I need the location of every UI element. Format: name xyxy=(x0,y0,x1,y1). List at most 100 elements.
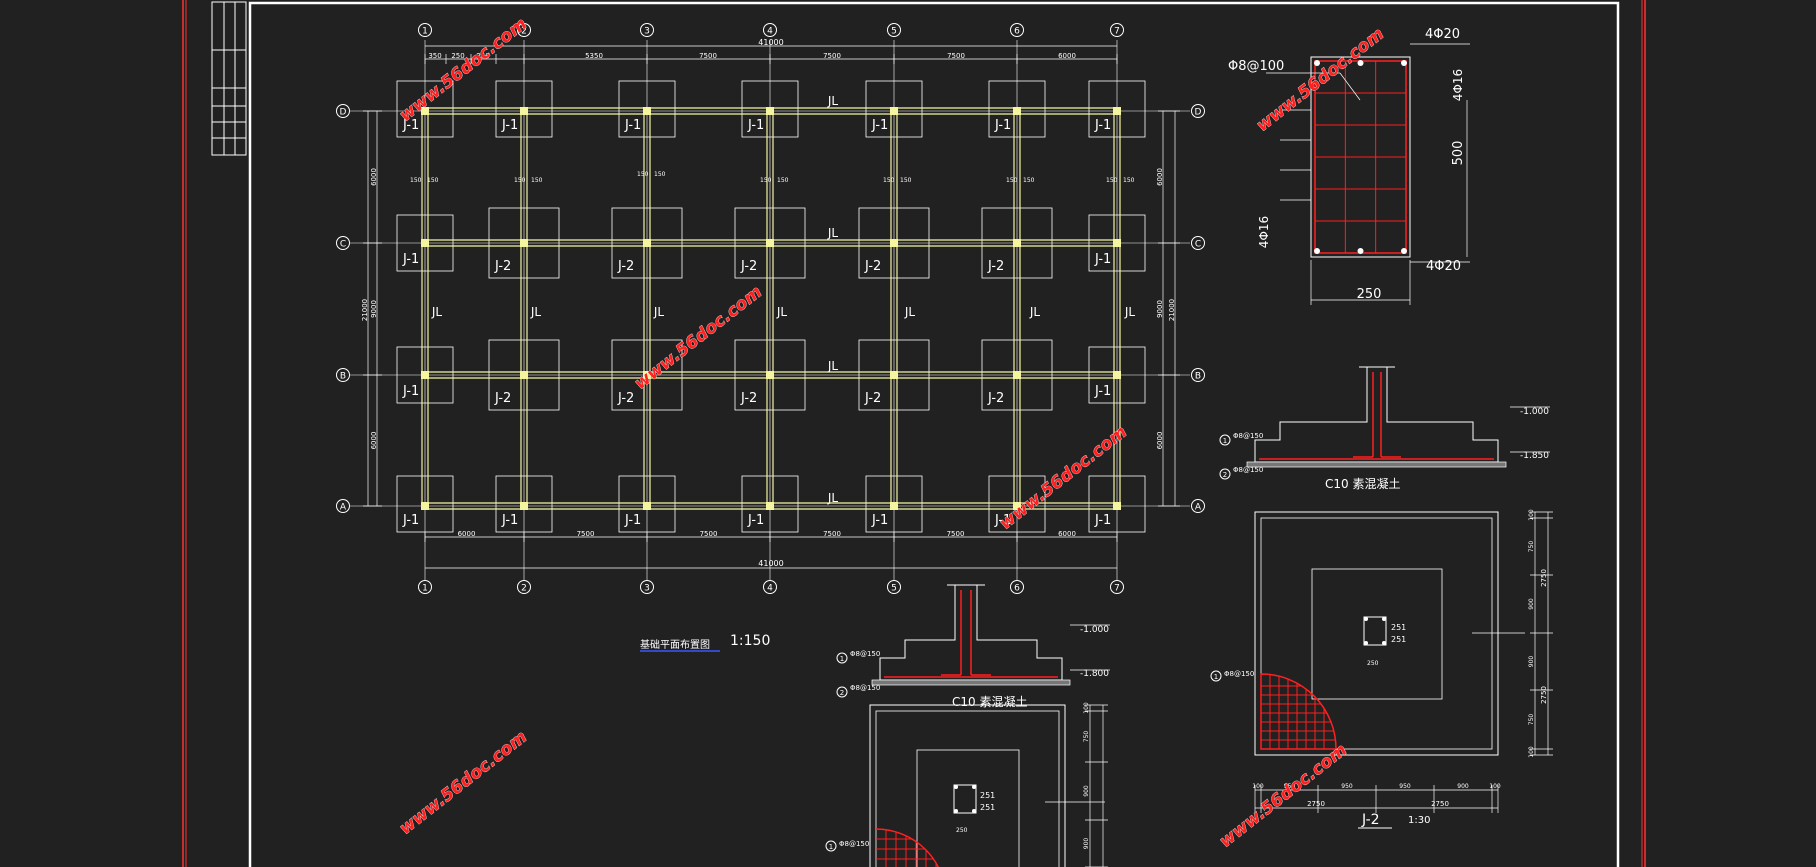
axis-bubble-5 xyxy=(887,23,901,37)
j2-plan-outer xyxy=(1254,511,1499,756)
dim-150: 150 xyxy=(1123,177,1135,184)
footing-elev xyxy=(1386,367,1499,462)
rebar-dot xyxy=(1357,248,1364,254)
label-rebar2: Φ8@150 xyxy=(850,684,880,692)
footing-label: J-1 xyxy=(501,118,518,133)
column-node xyxy=(890,239,898,247)
footing-J1 xyxy=(865,475,923,533)
j2-plan-inner xyxy=(1260,517,1493,750)
axis-label-C: C xyxy=(1195,240,1201,250)
axis-label-B: B xyxy=(1195,372,1201,382)
column-node xyxy=(1113,239,1121,247)
footing-label: J-1 xyxy=(1094,118,1111,133)
beam-label-JL: JL xyxy=(1029,305,1041,319)
footing-J1 xyxy=(396,214,454,272)
footing-label: J-1 xyxy=(624,513,641,528)
axis-label-C: C xyxy=(340,240,346,250)
column-node xyxy=(766,239,774,247)
dim-top-span: 7500 xyxy=(699,52,717,60)
column-node xyxy=(766,107,774,115)
dim-bottom: 100 xyxy=(1489,783,1501,790)
footing-J1 xyxy=(741,80,799,138)
dim-bottom: 950 xyxy=(1341,783,1353,790)
footing-label: J-2 xyxy=(494,259,511,274)
footing-label: J-2 xyxy=(864,259,881,274)
axis-bubble-6 xyxy=(1010,23,1024,37)
footing-J1 xyxy=(1088,214,1146,272)
dim-right: 750 xyxy=(1528,541,1535,553)
rebar-dot xyxy=(972,809,976,813)
footing-label: J-1 xyxy=(624,118,641,133)
dim-bottom-span: 7500 xyxy=(700,530,718,538)
rebar-dot xyxy=(1357,60,1364,66)
footing-J1 xyxy=(1088,346,1146,404)
dim-150: 150 xyxy=(514,177,526,184)
dim-right: 900 xyxy=(1528,656,1535,668)
callout-bubble xyxy=(836,652,848,664)
dim-bottom-span: 7500 xyxy=(823,530,841,538)
footing-label: J-1 xyxy=(871,513,888,528)
rebar-dot xyxy=(1314,60,1320,66)
footing-J2 xyxy=(981,207,1053,279)
dim-bottom: 950 xyxy=(1399,783,1411,790)
dim-right: 750 xyxy=(1083,731,1090,743)
dim-bottom: 100 xyxy=(1252,783,1264,790)
footing-J1 xyxy=(396,80,454,138)
rebar-dot xyxy=(1382,617,1386,621)
beam-label-JL: JL xyxy=(776,305,788,319)
label-rebar1: Φ8@150 xyxy=(1233,432,1263,440)
axis-label-1: 1 xyxy=(422,584,428,594)
section-outline xyxy=(1310,56,1411,258)
binding-strip xyxy=(211,1,247,156)
j2-plan-step xyxy=(1311,568,1443,700)
dim-right: 900 xyxy=(1083,785,1090,797)
column-node xyxy=(520,502,528,510)
footing-J1 xyxy=(1088,80,1146,138)
axis-bubble-3 xyxy=(640,23,654,37)
dim-top-span: 250 xyxy=(451,52,464,60)
footing-elev xyxy=(976,585,1063,680)
footing-elev xyxy=(1254,367,1368,462)
dim-150: 150 xyxy=(1023,177,1035,184)
level-top: -1.000 xyxy=(1080,625,1109,635)
axis-bubble-1 xyxy=(418,580,432,594)
footing-label: J-1 xyxy=(402,252,419,267)
column-node xyxy=(643,239,651,247)
footing-label: J-2 xyxy=(864,391,881,406)
level-bottom: -1.800 xyxy=(1080,669,1109,679)
footing-J2 xyxy=(858,207,930,279)
beam-label-JL: JL xyxy=(827,94,839,108)
footing-label: J-1 xyxy=(1094,252,1111,267)
column-node xyxy=(421,107,429,115)
dim-total-depth: 21000 xyxy=(361,299,369,321)
dim-bottom-span: 7500 xyxy=(577,530,595,538)
footing-label: J-1 xyxy=(501,513,518,528)
footing-J1 xyxy=(1088,475,1146,533)
column-node xyxy=(890,107,898,115)
axis-label-6: 6 xyxy=(1014,584,1020,594)
axis-bubble-A xyxy=(1191,499,1205,513)
axis-label-D: D xyxy=(1195,108,1202,118)
dim-bottom-span: 7500 xyxy=(947,530,965,538)
beam-label-JL: JL xyxy=(1124,305,1136,319)
callout-bubble xyxy=(1219,468,1231,480)
axis-bubble-7 xyxy=(1110,23,1124,37)
column-node xyxy=(1013,371,1021,379)
axis-label-4: 4 xyxy=(767,584,773,594)
concrete-cushion xyxy=(1246,461,1507,468)
column-node xyxy=(520,371,528,379)
rebar-mesh-quarter xyxy=(1260,673,1337,750)
dim-right: 750 xyxy=(1528,714,1535,726)
rebar-dot xyxy=(1401,60,1407,66)
footing-J1 xyxy=(988,80,1046,138)
dim-bottom-span: 6000 xyxy=(1058,530,1076,538)
beam-label-JL: JL xyxy=(827,226,839,240)
rebar-dot xyxy=(1364,617,1368,621)
axis-label-A: A xyxy=(340,503,347,513)
dim-150: 150 xyxy=(637,171,649,178)
dim-top-span: 350 xyxy=(428,52,441,60)
axis-label-7: 7 xyxy=(1114,584,1120,594)
j1-plan-inner xyxy=(875,710,1060,867)
